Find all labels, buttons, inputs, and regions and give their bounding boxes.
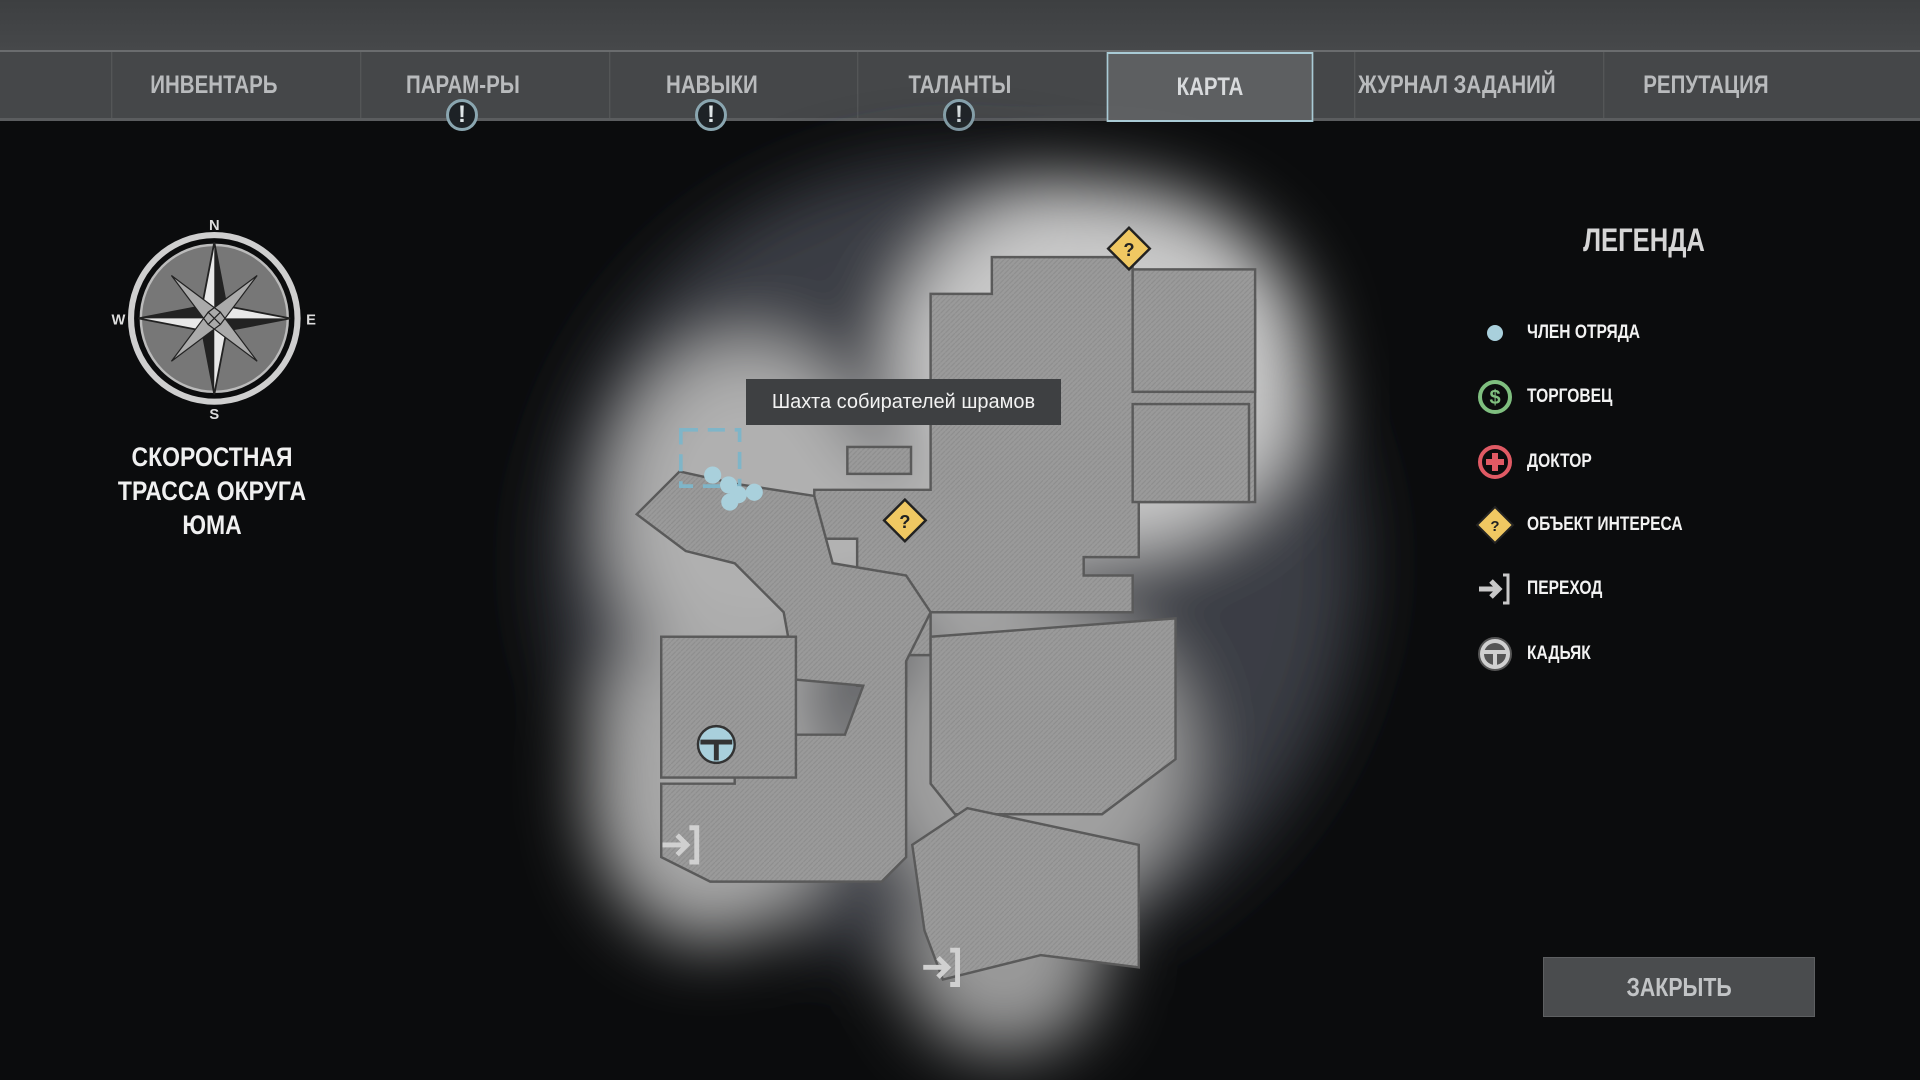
legend-label: ОБЪЕКТ ИНТЕРЕСА	[1527, 514, 1683, 535]
svg-text:?: ?	[1490, 518, 1499, 535]
compass-e: E	[306, 312, 316, 328]
legend-item-merchant: $ ТОРГОВЕЦ	[1475, 377, 1631, 417]
compass-s: S	[209, 407, 219, 423]
poi-marker[interactable]: ?	[882, 497, 928, 543]
legend-label: КАДЬЯК	[1527, 643, 1591, 664]
kadiak-vehicle-marker[interactable]	[696, 724, 736, 765]
tab-stats[interactable]: ПАРАМ-РЫ	[360, 52, 564, 118]
compass-n: N	[209, 218, 220, 234]
tab-bar: ИНВЕНТАРЬ ПАРАМ-РЫ НАВЫКИ ТАЛАНТЫ КАРТА …	[0, 50, 1920, 122]
legend-label: ТОРГОВЕЦ	[1527, 386, 1613, 407]
tab-map[interactable]: КАРТА	[1106, 52, 1314, 122]
steering-wheel-icon	[1475, 634, 1515, 674]
medical-cross-icon	[1475, 442, 1515, 482]
legend-label: ДОКТОР	[1527, 451, 1592, 472]
question-diamond-icon: ?	[1475, 505, 1515, 545]
location-line: ТРАССА ОКРУГА	[117, 476, 307, 506]
legend-item-squad-member: ЧЛЕН ОТРЯДА	[1475, 313, 1665, 353]
talents-alert-icon: !	[943, 99, 975, 131]
legend-item-exit: ПЕРЕХОД	[1475, 569, 1619, 609]
tab-talents[interactable]: ТАЛАНТЫ	[857, 52, 1061, 118]
poi-symbol: ?	[899, 511, 910, 532]
tab-reputation[interactable]: РЕПУТАЦИЯ	[1603, 52, 1807, 118]
tab-skills[interactable]: НАВЫКИ	[609, 52, 813, 118]
squad-members	[678, 427, 763, 511]
exit-arrow-icon	[1475, 569, 1515, 609]
legend-label: ЧЛЕН ОТРЯДА	[1527, 322, 1641, 343]
legend-label: ПЕРЕХОД	[1527, 578, 1603, 599]
skills-alert-icon: !	[695, 99, 727, 131]
location-line: ЮМА	[182, 510, 242, 540]
top-bar	[0, 0, 1920, 50]
compass-rose: N S E W	[111, 218, 316, 423]
stats-alert-icon: !	[446, 99, 478, 131]
compass-w: W	[111, 312, 125, 328]
exit-marker[interactable]	[662, 825, 700, 865]
legend-title: ЛЕГЕНДА	[1583, 222, 1705, 258]
location-line: СКОРОСТНАЯ	[131, 442, 293, 472]
svg-text:$: $	[1489, 387, 1500, 409]
tab-inventory[interactable]: ИНВЕНТАРЬ	[111, 52, 315, 118]
legend-item-point-of-interest: ? ОБЪЕКТ ИНТЕРЕСА	[1475, 505, 1717, 545]
map-location-tooltip: Шахта собирателей шрамов	[746, 379, 1061, 425]
close-button[interactable]: ЗАКРЫТЬ	[1543, 957, 1815, 1017]
exit-marker[interactable]	[923, 947, 960, 987]
map-floorplan	[634, 255, 1257, 982]
dollar-circle-icon: $	[1475, 377, 1515, 417]
poi-marker[interactable]: ?	[1106, 226, 1152, 272]
legend-item-kadiak: КАДЬЯК	[1475, 634, 1605, 674]
tab-quest-journal[interactable]: ЖУРНАЛ ЗАДАНИЙ	[1354, 52, 1558, 118]
poi-symbol: ?	[1123, 239, 1134, 260]
close-button-label: ЗАКРЫТЬ	[1626, 971, 1732, 1002]
location-name: СКОРОСТНАЯ ТРАССА ОКРУГА ЮМА	[110, 440, 314, 542]
legend-item-doctor: ДОКТОР	[1475, 442, 1606, 482]
squad-member-dot-icon	[1475, 313, 1515, 353]
